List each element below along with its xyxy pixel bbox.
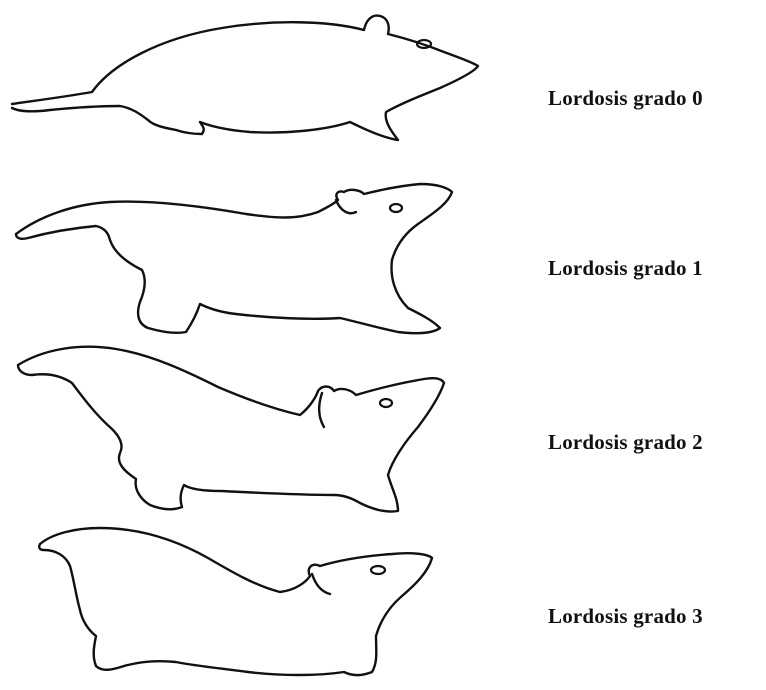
rat-standing-icon [0,0,520,160]
lordosis-grado-2-label: Lordosis grado 2 [548,430,703,455]
lordosis-grado-1-label: Lordosis grado 1 [548,256,703,281]
rat-moderate-lordosis-icon [0,335,520,515]
rat-full-lordosis-icon [0,510,520,685]
rat-slight-lordosis-icon [0,170,520,345]
lordosis-grado-0-label: Lordosis grado 0 [548,86,703,111]
lordosis-grado-3-label: Lordosis grado 3 [548,604,703,629]
